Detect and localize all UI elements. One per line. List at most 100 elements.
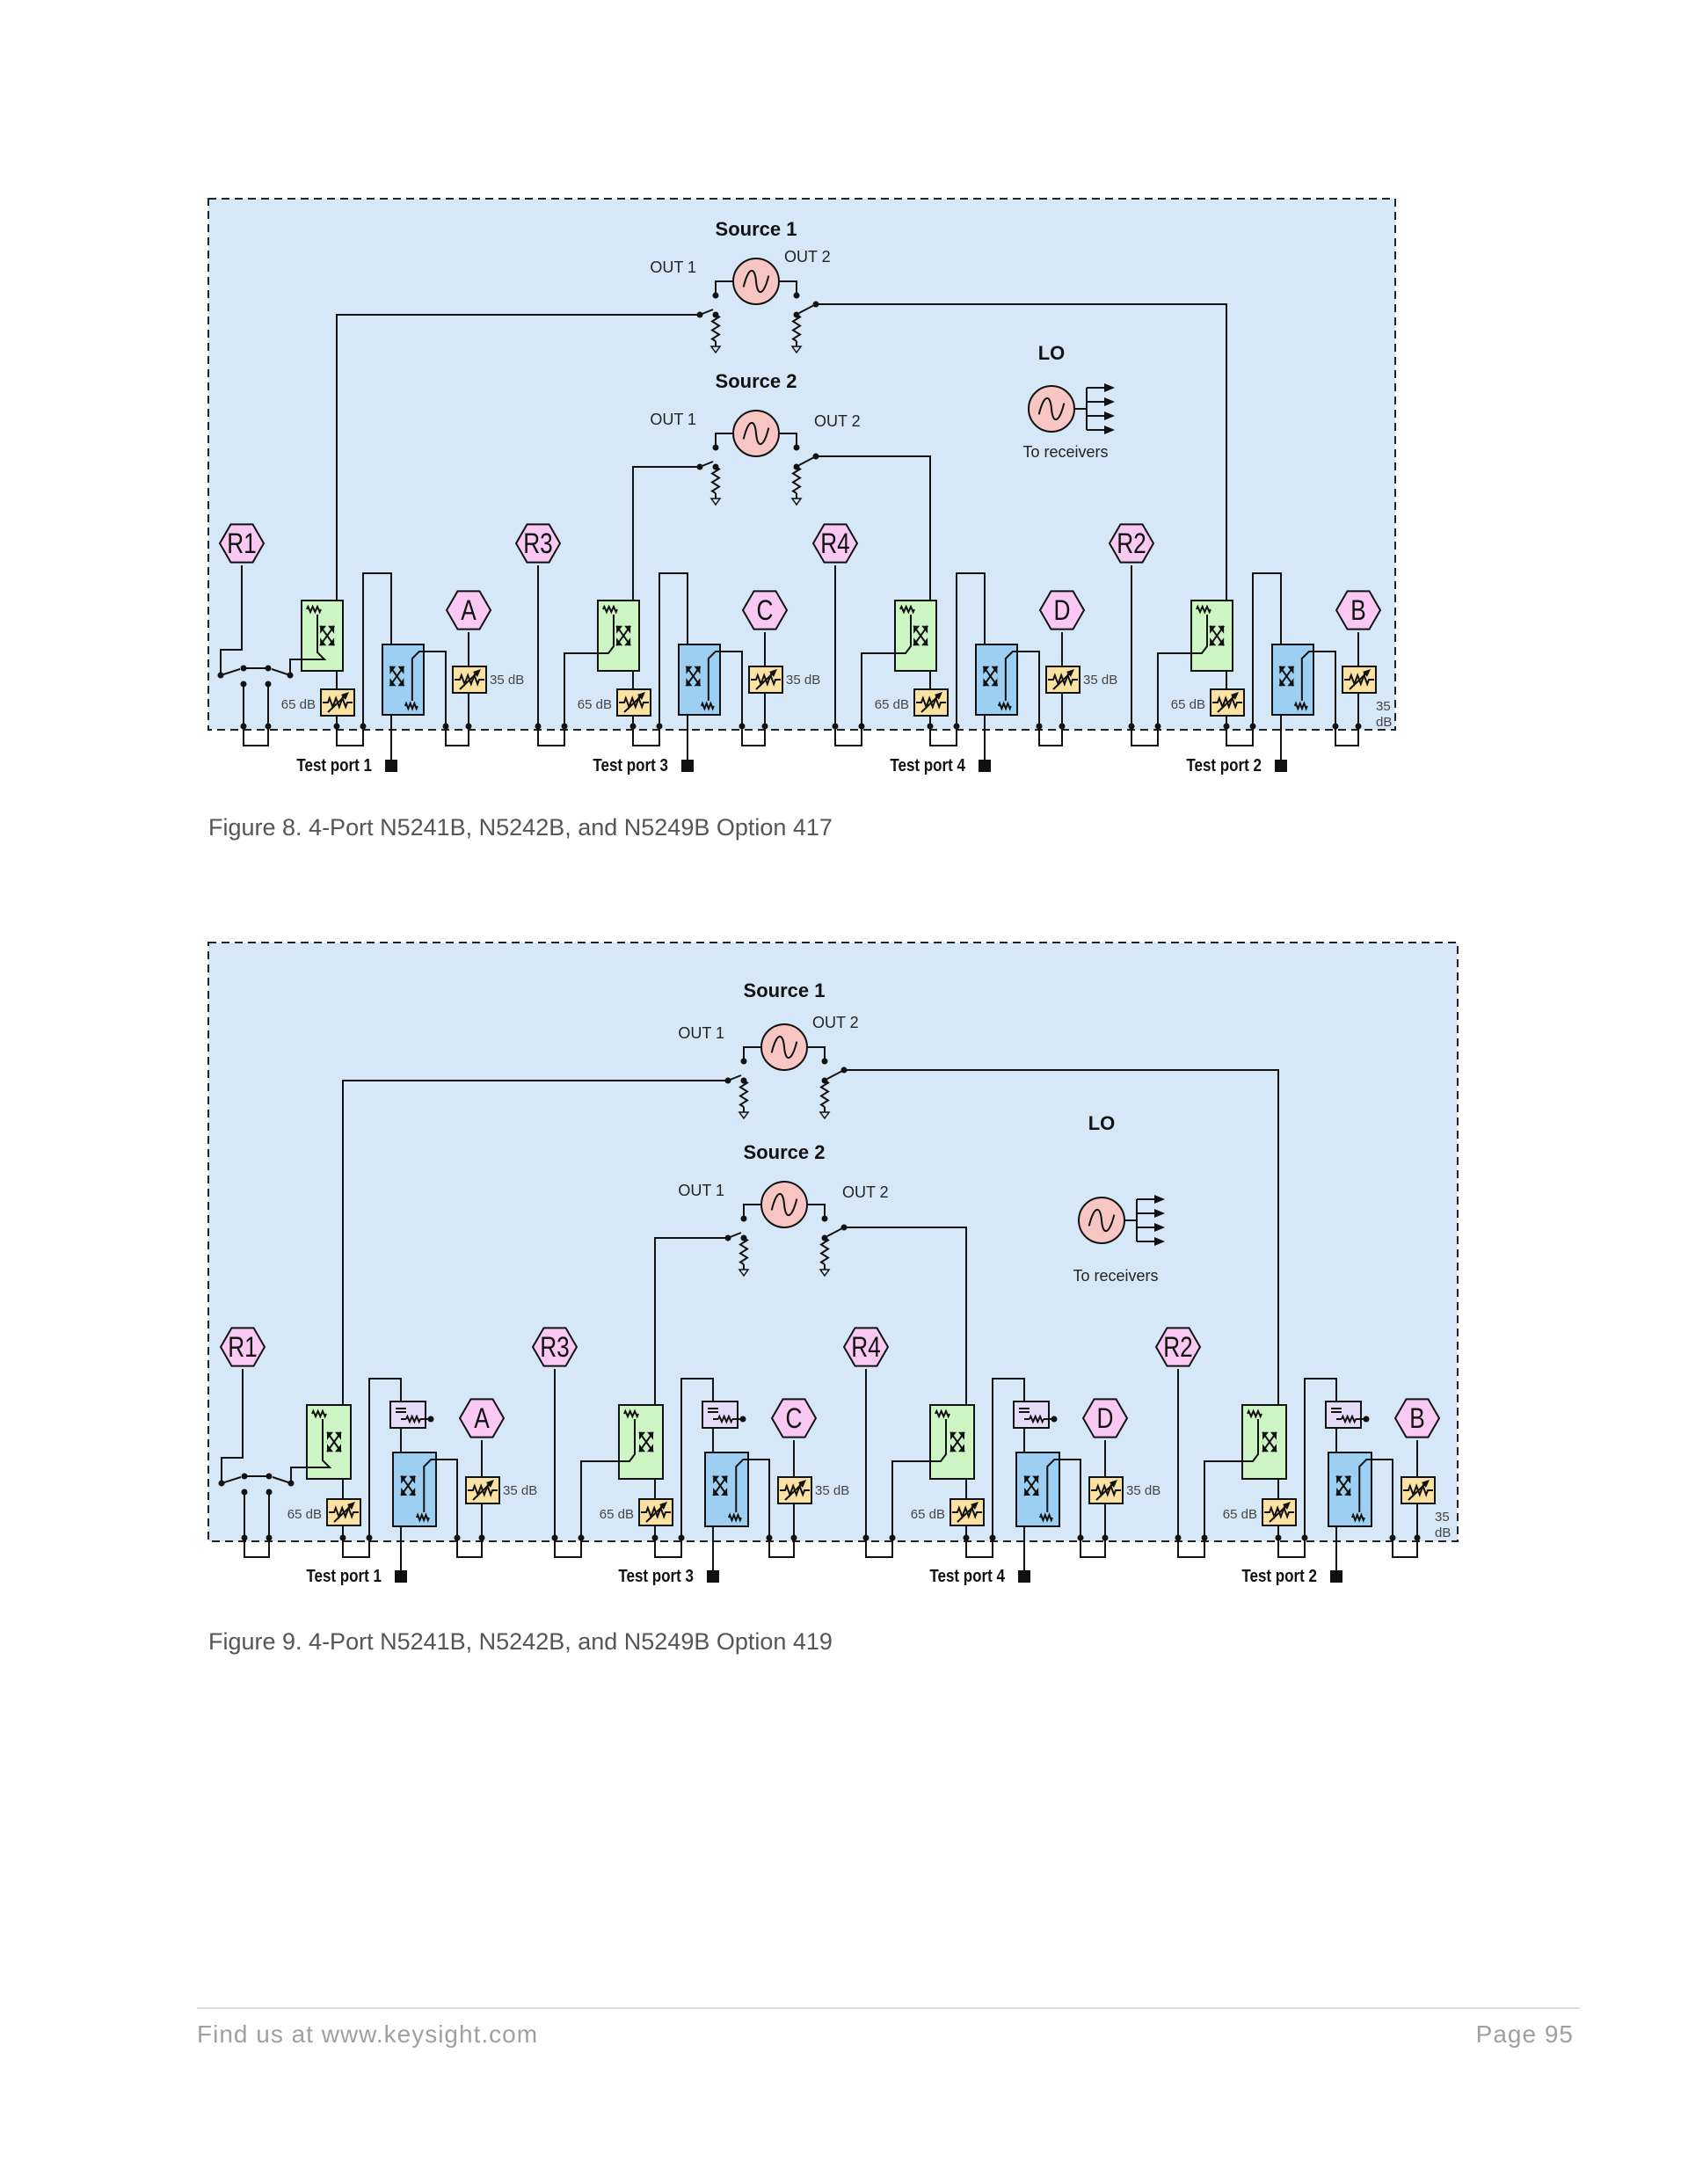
junction-dot [1389, 1534, 1396, 1541]
junction-dot [442, 723, 449, 730]
receiver-hexagon [1393, 1398, 1441, 1438]
receiver-hexagon [458, 1398, 506, 1438]
figure-9-caption: Figure 9. 4-Port N5241B, N5242B, and N52… [208, 1628, 833, 1655]
receiver-attenuator-35db [1088, 1476, 1124, 1504]
reference-receiver-r2: R2 [1108, 523, 1155, 564]
arrow-head-icon [616, 625, 623, 634]
source-attenuator-65db [1262, 1498, 1297, 1526]
switch-arm [221, 1476, 242, 1484]
junction-dot [1059, 723, 1066, 730]
test-port-connector-icon [395, 1570, 407, 1583]
junction-dot [478, 1534, 485, 1541]
source-1-title: Source 1 [716, 218, 797, 240]
source-attenuator-65db [326, 1498, 361, 1526]
source-attenuator-label: 65 dB [911, 1507, 945, 1522]
junction-dot [1102, 1534, 1109, 1541]
arrow-head-icon [1283, 1502, 1291, 1510]
arrow-right-icon [1154, 1237, 1165, 1246]
arrow-head-icon [921, 637, 928, 646]
arrow-head-icon [320, 625, 327, 634]
coupler-load-icon [700, 701, 715, 711]
arrow-head-icon [389, 678, 397, 687]
coupler-cross-arrows-icon [685, 666, 702, 687]
arrow-head-icon [694, 666, 701, 674]
source-1-out1-feed-to-port-1 [336, 314, 700, 726]
source-out1-lead [715, 433, 733, 446]
arrow-head-icon [647, 1444, 653, 1452]
receiver-label: B [1350, 596, 1366, 627]
front-panel-jumper-loop [1177, 1538, 1205, 1558]
test-receiver-b: B [1335, 590, 1382, 630]
footer-website-link[interactable]: Find us at www.keysight.com [197, 2020, 539, 2048]
receiver-label: B [1409, 1404, 1425, 1435]
test-receiver-d: D [1038, 590, 1086, 630]
test-port-connector-icon [681, 760, 694, 772]
arrow-head-icon [341, 692, 349, 700]
front-panel-jumper-loop [342, 1538, 370, 1558]
front-panel-jumper-loop [445, 726, 469, 746]
receiver-label: R4 [851, 1333, 881, 1364]
junction-dot [832, 723, 839, 730]
junction-dot [1414, 1534, 1421, 1541]
source-2-out2-label: OUT 2 [814, 412, 861, 430]
receiver-attenuator-35db [465, 1476, 500, 1504]
coupler-load-icon [1247, 1409, 1262, 1419]
reference-receiver-r2: R2 [1154, 1327, 1202, 1367]
receiver-hexagon [741, 590, 789, 630]
arrow-head-icon [486, 1480, 494, 1488]
source-attenuator-label: 65 dB [1223, 1507, 1257, 1522]
bias-input-dot [739, 1416, 746, 1423]
resistor-zigzag [819, 1080, 830, 1108]
coupler-cross-arrows-icon [1023, 1475, 1039, 1496]
reference-receiver-r3: R3 [514, 523, 562, 564]
coupler-load-icon [1039, 1512, 1053, 1523]
arrow-head-icon [1279, 666, 1286, 674]
source-termination-resistor-icon [819, 1237, 831, 1278]
test-receiver-c: C [770, 1398, 818, 1438]
switch-arm [727, 1074, 742, 1081]
source-attenuator-label: 65 dB [578, 697, 612, 712]
lo-to-receivers-label: To receivers [1022, 443, 1108, 461]
source-attenuator-label: 65 dB [287, 1507, 322, 1522]
coupler-load-icon [899, 604, 915, 615]
coupler-load-icon [404, 701, 418, 711]
front-panel-jumper-loop [965, 1538, 993, 1558]
arrow-head-icon [713, 1488, 720, 1496]
ground-icon [709, 498, 722, 506]
front-panel-jumper-loop [244, 1538, 270, 1558]
test-port-connector-icon [1330, 1570, 1342, 1583]
arrow-head-icon [389, 666, 397, 674]
front-panel-jumper-loop [1226, 726, 1254, 746]
receiver-label: C [757, 596, 774, 627]
source-2-title: Source 2 [744, 1141, 826, 1163]
junction-dot [766, 1534, 773, 1541]
receiver-attenuator-label: dB [1435, 1525, 1451, 1540]
arrow-head-icon [991, 678, 998, 687]
arrow-head-icon [950, 1444, 957, 1452]
switch-arm [699, 309, 714, 316]
arrow-head-icon [721, 1488, 728, 1496]
junction-dot [740, 1058, 747, 1065]
footer-divider [197, 2007, 1580, 2009]
arrow-head-icon [1024, 1488, 1031, 1496]
switch-arm [271, 668, 291, 676]
receiver-hexagon [842, 1327, 890, 1367]
junction-dot [465, 723, 472, 730]
lo-oscillator-icon [1028, 385, 1075, 433]
junction-dot [1201, 1534, 1208, 1541]
reference-coupler-box [1241, 1404, 1287, 1480]
sine-wave-icon [742, 269, 770, 294]
arrow-head-icon [1218, 625, 1225, 634]
front-panel-jumper-loop [243, 726, 269, 746]
receiver-label: R4 [820, 529, 850, 560]
front-panel-jumper-loop [768, 1538, 795, 1558]
arrow-head-icon [335, 1444, 341, 1452]
ground-icon [819, 1269, 831, 1278]
receiver-attenuator-label: 35 dB [786, 673, 820, 688]
receiver-attenuator-35db [1342, 666, 1377, 694]
arrow-head-icon [958, 1444, 964, 1452]
junction-dot [454, 1534, 461, 1541]
arrow-head-icon [409, 1488, 416, 1496]
